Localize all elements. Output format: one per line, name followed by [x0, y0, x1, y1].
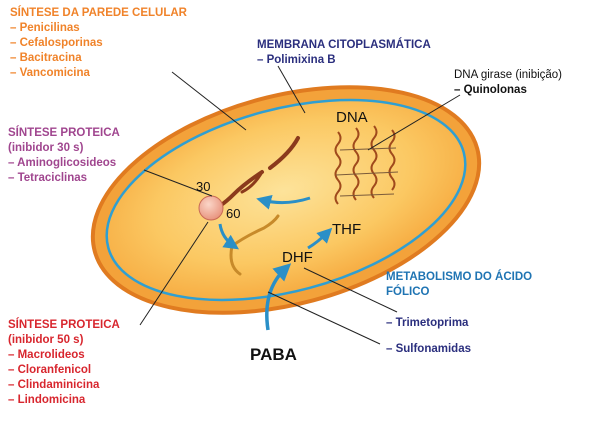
label-dna: DNA	[336, 109, 368, 126]
dna-gyrase-item: – Quinolonas	[454, 84, 527, 96]
dna-strands	[334, 125, 399, 205]
folate-title-2: FÓLICO	[386, 286, 430, 298]
folate-metabolism-group: METABOLISMO DO ÁCIDO FÓLICO	[386, 270, 532, 300]
membrane-group: MEMBRANA CITOPLASMÁTICA – Polimixina B	[257, 38, 431, 68]
folate-title-1: METABOLISMO DO ÁCIDO	[386, 271, 533, 283]
protein-30s-item: – Tetraciclinas	[8, 172, 88, 184]
protein-50s-item: – Clindaminicina	[8, 379, 100, 391]
dna-gyrase-title: DNA girase (inibição)	[454, 69, 563, 81]
protein-30s-item: – Aminoglicosideos	[8, 157, 117, 169]
dna-gyrase-group: DNA girase (inibição) – Quinolonas	[454, 68, 562, 98]
protein-synthesis-30s-group: SÍNTESE PROTEICA (inibidor 30 s) – Amino…	[8, 126, 120, 186]
ribosome	[198, 195, 224, 221]
folate-item-trimetoprima: – Trimetoprima	[386, 317, 469, 329]
label-ribosome-60: 60	[226, 206, 240, 221]
arrow-ribosome-down	[218, 223, 239, 250]
cell-wall-item: – Bacitracina	[10, 52, 82, 64]
label-ribosome-30: 30	[196, 179, 210, 194]
label-dhf: DHF	[282, 249, 313, 266]
protein-50s-item: – Cloranfenicol	[8, 364, 92, 376]
protein-50s-item: – Lindomicina	[8, 394, 86, 406]
label-thf: THF	[332, 221, 361, 238]
protein-50s-subtitle: (inibidor 50 s)	[8, 334, 84, 346]
arrow-dna-to-mrna	[256, 195, 311, 210]
folate-item-sulfonamidas: – Sulfonamidas	[386, 343, 471, 355]
protein-synthesis-50s-group: SÍNTESE PROTEICA (inibidor 50 s) – Macro…	[8, 318, 120, 408]
protein-30s-title: SÍNTESE PROTEICA	[8, 127, 120, 139]
protein-30s-subtitle: (inibidor 30 s)	[8, 142, 84, 154]
leader-lines	[139, 65, 461, 345]
protein-50s-item: – Macrolideos	[8, 349, 85, 361]
cell-wall-synthesis-group: SÍNTESE DA PAREDE CELULAR – Penicilinas …	[10, 6, 187, 81]
arrow-dhf-to-thf	[307, 227, 333, 250]
membrane-item: – Polimixina B	[257, 54, 336, 66]
arrow-paba-to-dhf	[265, 263, 292, 331]
cell-wall-item: – Vancomicina	[10, 67, 90, 79]
cell-wall-item: – Penicilinas	[10, 22, 80, 34]
label-paba: PABA	[250, 345, 297, 364]
cytoplasmic-membrane	[105, 98, 467, 302]
membrane-title: MEMBRANA CITOPLASMÁTICA	[257, 39, 431, 51]
protein-50s-title: SÍNTESE PROTEICA	[8, 319, 120, 331]
cell-wall-title: SÍNTESE DA PAREDE CELULAR	[10, 7, 187, 19]
peptide-chain	[240, 170, 264, 194]
cell-wall-item: – Cefalosporinas	[10, 37, 103, 49]
